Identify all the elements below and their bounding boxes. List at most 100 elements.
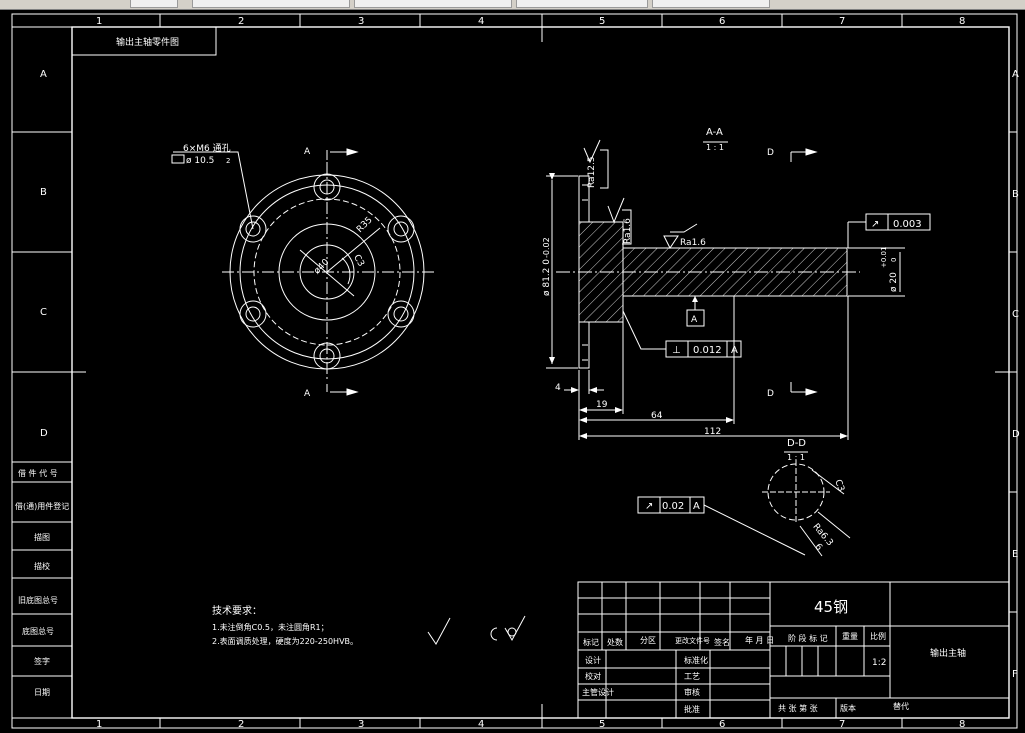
label-check: 校对: [585, 671, 601, 681]
tab-2[interactable]: [354, 0, 512, 8]
bolt-holes: [239, 173, 415, 370]
label-version: 版本: [840, 703, 856, 713]
left-table-cell-4: 描校: [34, 561, 50, 571]
header-date: 年 月 日: [745, 635, 774, 645]
col-number-bottom-8: 8: [959, 719, 965, 730]
dim-dia-20: ø 20: [889, 272, 899, 292]
section-mark-a-top: A: [304, 147, 311, 157]
label-process: 工艺: [684, 672, 700, 681]
left-table-cell-1: 借 件 代 号: [18, 468, 58, 478]
symmetry-value: 0.02: [662, 501, 684, 512]
detail-dim-c3: C3: [832, 478, 846, 493]
left-table-cell-7: 签字: [34, 656, 50, 666]
col-number-bottom-3: 3: [358, 719, 364, 730]
detail-view-dd: [637, 460, 851, 557]
label-review: 审核: [684, 687, 700, 697]
perpendicularity-symbol: ⊥: [672, 345, 681, 356]
symmetry-symbol: ↗: [645, 501, 653, 512]
app-tab-bar: [0, 0, 1025, 10]
dim-r35: R35: [355, 215, 375, 235]
section-dimensions: [546, 149, 931, 440]
frame-column-ticks: [12, 14, 1017, 728]
right-letter-A: A: [1012, 69, 1019, 80]
dim-dia-81-tol: -0.02: [542, 237, 551, 258]
dim-4: 4: [555, 383, 561, 393]
col-number-bottom-2: 2: [238, 719, 244, 730]
col-number-top-5: 5: [599, 16, 605, 27]
part-title-box: [71, 26, 217, 56]
cad-drawing-canvas[interactable]: 1 2 3 4 5 6 7 8 1 2 3 4 5 6 7 8 A B C D …: [0, 10, 1025, 733]
detail-scale-dd: 1 : 1: [787, 453, 805, 462]
right-letter-B: B: [1012, 189, 1019, 200]
col-number-top-4: 4: [478, 16, 484, 27]
datum-a-label: A: [691, 315, 698, 325]
label-standardize: 标准化: [684, 655, 708, 665]
ra-16-horizontal: Ra1.6: [680, 238, 706, 248]
header-mark: 标记: [583, 637, 599, 647]
ra-16-vertical: Ra1.6: [623, 218, 633, 244]
symmetry-datum: A: [693, 501, 700, 512]
notes-title: 技术要求：: [212, 604, 262, 617]
notes-line-1: 1.未注倒角C0.5，未注圆角R1；: [212, 622, 329, 632]
ra-125: Ra12.5: [587, 156, 597, 188]
material-label: 45钢: [814, 598, 848, 616]
section-arrows-a: [330, 148, 359, 396]
section-mark-a-bottom: A: [304, 389, 311, 399]
col-number-bottom-7: 7: [839, 719, 845, 730]
detail-label-dd: D-D: [787, 438, 806, 449]
hole-callout-line1: 6×M6 通孔: [183, 143, 231, 154]
dim-112: 112: [704, 427, 721, 437]
right-letter-C: C: [1012, 309, 1019, 320]
dim-64: 64: [651, 411, 663, 421]
dim-dia-81: ø 81.2 0: [542, 259, 552, 296]
weight-header: 重量: [842, 631, 858, 641]
toolbar-icon-group[interactable]: [130, 0, 178, 8]
col-number-top-2: 2: [238, 16, 244, 27]
left-table-cell-2: 借(通)用件登记: [15, 501, 69, 511]
section-arrows-d: [790, 148, 818, 396]
title-block-grid: [577, 581, 1010, 719]
header-change-file: 更改文件号: [675, 636, 710, 645]
scale-value: 1:2: [872, 658, 886, 668]
general-surface-finish: [427, 615, 526, 645]
tab-1[interactable]: [192, 0, 350, 8]
label-replace: 替代: [893, 701, 909, 711]
tab-4[interactable]: [652, 0, 770, 8]
col-number-top-8: 8: [959, 16, 965, 27]
left-table-cell-6: 底图总号: [22, 626, 54, 636]
header-count: 处数: [607, 637, 623, 647]
section-mark-d-bottom: D: [767, 389, 774, 399]
col-number-top-1: 1: [96, 16, 102, 27]
col-number-top-6: 6: [719, 16, 725, 27]
part-name-label: 输出主轴: [930, 647, 966, 659]
tab-3[interactable]: [516, 0, 648, 8]
left-table-cell-3: 描图: [34, 532, 50, 542]
front-view-flange: [171, 150, 434, 392]
left-table-cell-5: 旧底图总号: [18, 595, 58, 605]
surface-finish-symbols: [583, 139, 679, 249]
section-scale-aa: 1 : 1: [706, 143, 724, 152]
runout-symbol: ↗: [871, 219, 879, 230]
dim-dia-20-tol-up: +0.01: [880, 247, 888, 268]
drawing-frame: [11, 13, 1018, 729]
col-number-bottom-4: 4: [478, 719, 484, 730]
section-mark-d-top: D: [767, 148, 774, 158]
perpendicularity-datum: A: [731, 345, 738, 356]
row-letter-D: D: [40, 428, 48, 439]
right-letter-E: E: [1012, 549, 1018, 560]
col-number-bottom-5: 5: [599, 719, 605, 730]
header-signature: 签名: [714, 637, 730, 647]
dim-dia-20-tol-low: 0: [890, 258, 898, 262]
label-chief-design: 主管设计: [582, 687, 614, 697]
dim-19: 19: [596, 400, 608, 410]
hole-callout-depth: 2: [226, 157, 230, 165]
runout-value: 0.003: [893, 219, 922, 230]
section-label-aa: A-A: [706, 127, 723, 138]
dim-phi40: ø40: [312, 257, 331, 276]
stage-mark-header: 阶 段 标 记: [788, 633, 828, 643]
dimension-arrowheads: [571, 296, 848, 439]
col-number-top-7: 7: [839, 16, 845, 27]
label-sheets: 共 张 第 张: [778, 703, 818, 713]
notes-line-2: 2.表面调质处理，硬度为220-250HVB。: [212, 636, 358, 646]
col-number-top-3: 3: [358, 16, 364, 27]
